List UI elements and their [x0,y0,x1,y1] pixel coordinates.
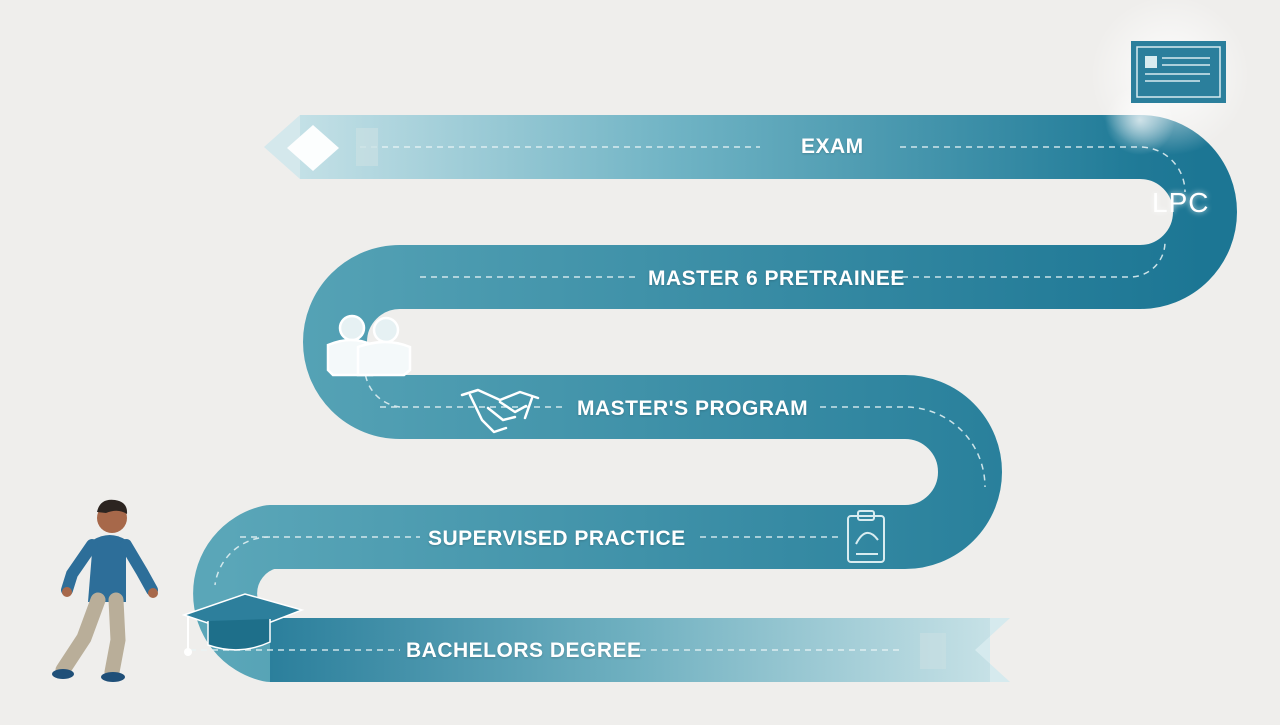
road-arrow-tail [264,115,300,179]
diamond-icon [287,125,378,171]
lane-lines [190,146,1186,651]
clipboard-icon [847,510,885,563]
stage-label-master-pretrainee: MASTER 6 PRETRAINEE [648,267,905,290]
road-arrow-notch [975,618,1010,682]
end-label-lpc: LPC [1152,187,1210,218]
graduation-cap-icon [181,593,305,656]
people-icon [326,314,412,377]
road-body [193,115,1237,682]
stage-label-exam: EXAM [801,135,864,158]
stage-label-bachelors-degree: BACHELORS DEGREE [406,639,642,662]
walking-person-icon [52,499,158,682]
stage-label-masters-program: MASTER'S PROGRAM [577,397,809,420]
stage-label-supervised-practice: SUPERVISED PRACTICE [428,527,686,550]
handshake-icon [460,388,540,434]
certificate-icon [1131,41,1226,103]
road-end-marker [920,633,946,669]
